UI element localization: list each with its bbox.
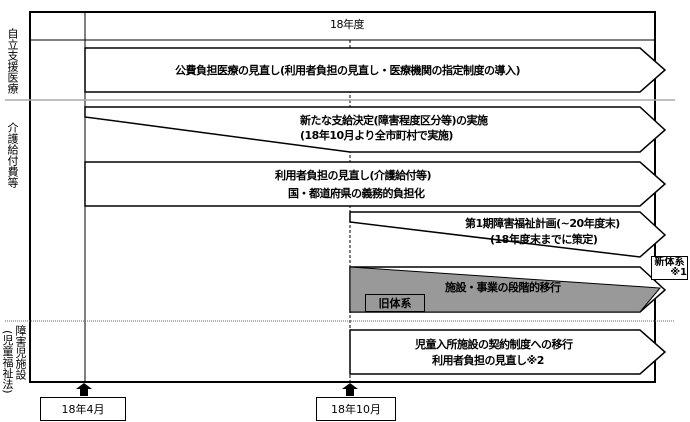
old-system-area bbox=[349, 266, 662, 313]
bar-child-text: 利用者負担の見直し※2 bbox=[432, 354, 544, 367]
bar-burden bbox=[84, 161, 667, 207]
row-sublabel-child: (児童福祉法) bbox=[1, 330, 14, 394]
new-system-label: 新体系 ※1 bbox=[651, 256, 688, 280]
bar-child bbox=[349, 329, 667, 375]
bar-burden-text: 国・都道府県の義務的負担化 bbox=[288, 187, 425, 200]
note-1: ※1 bbox=[670, 267, 687, 278]
milestone-october: 18年10月 bbox=[316, 397, 396, 421]
outer-frame bbox=[29, 11, 656, 383]
bar-plan bbox=[349, 211, 667, 258]
bar-decision-text: (18年10月より全市町村で実施) bbox=[300, 129, 453, 142]
bar-burden-text: 利用者負担の見直し(介護給付等) bbox=[275, 169, 432, 182]
row-label-benefits: 介護給付費等 bbox=[6, 122, 19, 188]
bar-plan-text: 第1期障害福祉計画(~20年度末) bbox=[465, 217, 620, 230]
bar-decision-text: 新たな支給決定(障害程度区分等)の実施 bbox=[300, 114, 488, 127]
fiscal-year-header: 18年度 bbox=[330, 18, 365, 31]
row-label-medical: 自立支援医療 bbox=[6, 28, 19, 94]
bar-transition-text: 施設・事業の段階的移行 bbox=[445, 281, 561, 294]
bar-medical-text: 公費負担医療の見直し(利用者負担の見直し・医療機関の指定制度の導入) bbox=[175, 64, 521, 77]
arrow-up-icon bbox=[76, 383, 92, 396]
bar-plan-text: (18年度末までに策定) bbox=[490, 233, 598, 246]
row-label-child: 障害児施設 bbox=[14, 325, 27, 380]
bar-medical bbox=[84, 47, 667, 93]
milestone-april: 18年4月 bbox=[40, 397, 126, 421]
bar-child-text: 児童入所施設の契約制度への移行 bbox=[415, 338, 573, 351]
arrow-up-icon bbox=[342, 383, 358, 396]
bar-decision bbox=[84, 106, 667, 153]
old-system-label: 旧体系 bbox=[365, 294, 425, 312]
new-system-text: 新体系 bbox=[654, 257, 685, 268]
